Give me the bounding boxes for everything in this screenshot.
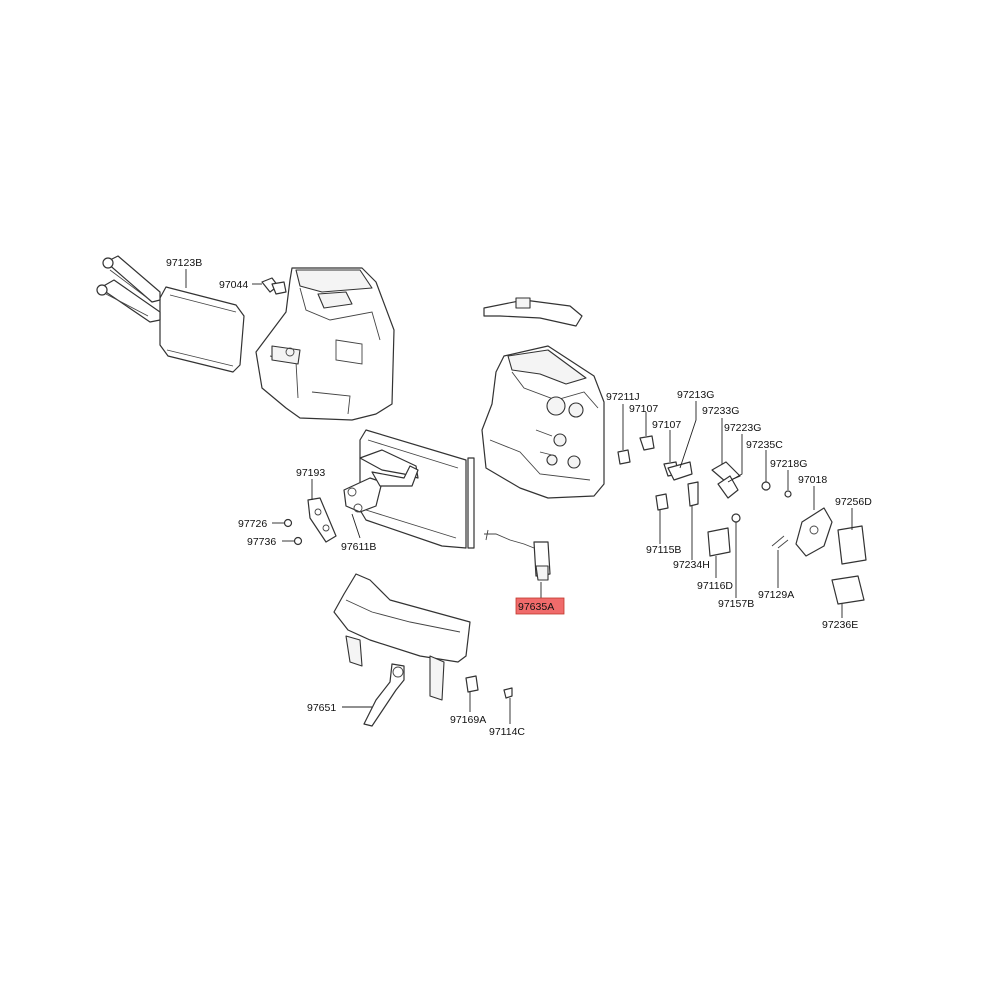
- label-97116D[interactable]: 97116D: [697, 580, 733, 592]
- label-97129A[interactable]: 97129A: [758, 589, 794, 601]
- bracket-part-97256D: [837, 525, 867, 565]
- clip-part-97235C: [761, 481, 771, 491]
- bushing-part-97211J: [617, 449, 631, 465]
- label-97044[interactable]: 97044: [219, 279, 248, 291]
- label-97233G[interactable]: 97233G: [702, 405, 739, 417]
- heater-core-part: [96, 255, 245, 373]
- label-97157B[interactable]: 97157B: [718, 598, 754, 610]
- label-97236E[interactable]: 97236E: [822, 619, 858, 631]
- rod-part-97115B: [655, 493, 669, 511]
- lower-drain-case: [333, 573, 471, 727]
- label-97213G[interactable]: 97213G: [677, 389, 714, 401]
- label-97018[interactable]: 97018: [798, 474, 827, 486]
- highlight-box-97635A: [515, 597, 565, 615]
- label-97611B[interactable]: 97611B: [341, 541, 376, 553]
- bracket-part-97236E: [831, 575, 865, 605]
- label-97234H[interactable]: 97234H: [673, 559, 710, 571]
- actuator-part-97635A: [484, 529, 551, 581]
- label-97193[interactable]: 97193: [296, 467, 325, 479]
- label-97726[interactable]: 97726: [238, 518, 267, 530]
- label-97114C[interactable]: 97114C: [489, 726, 525, 738]
- lever-part-97213G: [667, 461, 693, 481]
- clip-part-97218G: [784, 490, 792, 498]
- ring-part-97736: [293, 536, 303, 546]
- bushing-part-97107a: [639, 435, 655, 451]
- label-97651[interactable]: 97651: [307, 702, 336, 714]
- lever-part-97234H: [687, 481, 699, 507]
- label-97123B[interactable]: 97123B: [166, 257, 202, 269]
- top-bracket-part: [483, 297, 583, 327]
- label-97218G[interactable]: 97218G: [770, 458, 807, 470]
- main-heater-case: [481, 345, 605, 499]
- label-97256D[interactable]: 97256D: [835, 496, 872, 508]
- clip-part-97044: [261, 277, 287, 295]
- part-labels: 97123B 97044 97211J 97107 97107 97213G 9…: [166, 257, 872, 738]
- label-97635A[interactable]: 97635A: [518, 601, 554, 613]
- clip-part-97157B: [731, 513, 741, 523]
- screw-part-97114C: [503, 687, 513, 699]
- evaporator-core-part: [343, 429, 475, 549]
- lever-part-97223G: [717, 475, 739, 499]
- link-part-97129A: [771, 535, 789, 549]
- label-97169A[interactable]: 97169A: [450, 714, 486, 726]
- label-97235C[interactable]: 97235C: [746, 439, 783, 451]
- label-97107-a[interactable]: 97107: [629, 403, 658, 415]
- heater-case-upper: [255, 267, 395, 421]
- cam-gear-part-97018: [795, 507, 833, 557]
- link-part-97233G: [711, 461, 741, 483]
- label-97223G[interactable]: 97223G: [724, 422, 761, 434]
- label-97736[interactable]: 97736: [247, 536, 276, 548]
- gasket-part-97193: [307, 497, 337, 543]
- leader-lines: [185, 269, 853, 724]
- grommet-part-97169A: [465, 675, 479, 693]
- ring-part-97726: [283, 518, 293, 528]
- label-97115B[interactable]: 97115B: [646, 544, 681, 556]
- label-97107-b[interactable]: 97107: [652, 419, 681, 431]
- label-97211J[interactable]: 97211J: [606, 391, 640, 403]
- plate-part-97116D: [707, 527, 731, 557]
